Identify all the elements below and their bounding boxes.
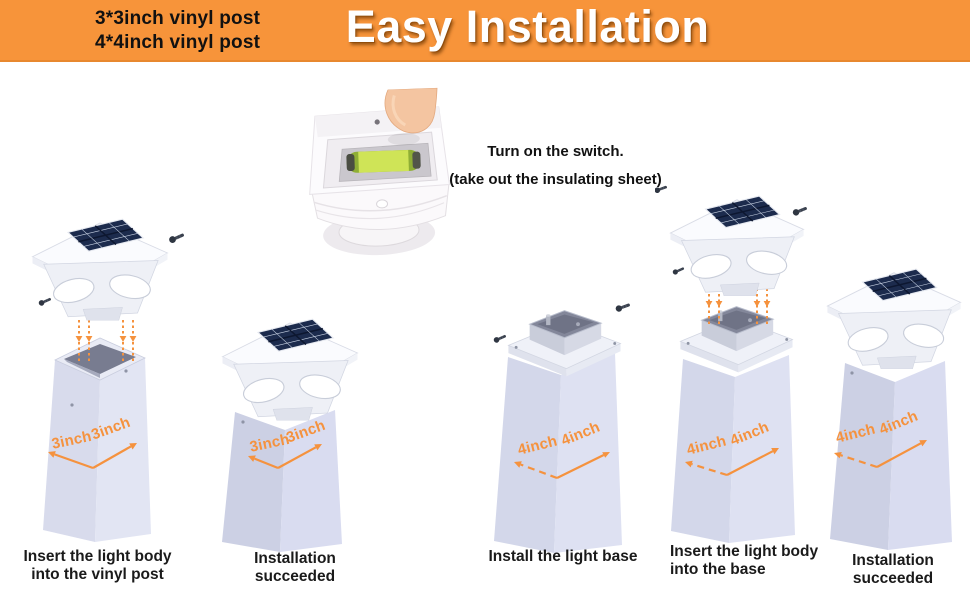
battery-icon xyxy=(346,149,421,173)
post-size-note: 3*3inch vinyl post 4*4inch vinyl post xyxy=(95,7,260,55)
dimension-arrows-icon xyxy=(520,454,605,480)
screw-icon xyxy=(791,204,809,217)
step-done-3inch: 3inch 3inch Installation succeeded xyxy=(210,300,375,595)
step-caption: Installation succeeded xyxy=(852,552,934,587)
light-cap-icon xyxy=(31,218,169,321)
step-caption: Installation succeeded xyxy=(254,550,336,585)
finger-icon xyxy=(384,87,438,134)
step-caption: Install the light base xyxy=(488,548,638,565)
switch-instruction-line-2: (take out the insulating sheet) xyxy=(449,171,662,188)
dimension-arrows-icon xyxy=(54,445,132,470)
step-caption: Insert the light body into the vinyl pos… xyxy=(23,548,172,583)
screw-icon xyxy=(37,295,53,307)
screw-icon xyxy=(614,301,632,313)
switch-photo xyxy=(290,87,468,261)
screw-icon xyxy=(655,185,669,195)
step-insert-3inch-post: 3inch 3inch Insert the light body into t… xyxy=(10,200,190,595)
step-done-4inch: 4inch 4inch Installation succeeded xyxy=(816,256,970,587)
switch-instruction-line-1: Turn on the switch. xyxy=(487,143,624,160)
post-size-line-1: 3*3inch vinyl post xyxy=(95,8,261,29)
light-base-photo xyxy=(309,87,450,256)
dimension-arrows-icon xyxy=(691,450,774,477)
step-insert-4inch-base: 4inch 4inch Insert the light body into t… xyxy=(655,185,819,580)
screw-icon xyxy=(167,231,186,245)
screw-icon xyxy=(492,332,508,344)
assembled-3inch-illustration xyxy=(221,318,359,552)
light-cap-icon xyxy=(826,268,962,369)
light-cap-icon xyxy=(221,318,359,421)
screw-icon xyxy=(671,265,686,276)
step-caption: Insert the light body into the base xyxy=(670,543,819,578)
exploded-4inch-illustration xyxy=(655,185,809,543)
light-cap-icon xyxy=(669,195,805,296)
page-title: Easy Installation xyxy=(345,1,710,52)
base-on-4inch-illustration xyxy=(492,301,632,553)
post-size-line-2: 4*4inch vinyl post xyxy=(95,32,261,53)
exploded-3inch-illustration xyxy=(31,218,186,542)
step-install-base-4inch: 4inch 4inch Install the light base xyxy=(488,293,648,583)
header-banner: 3*3inch vinyl post 4*4inch vinyl post Ea… xyxy=(0,0,970,62)
dimension-arrows-icon xyxy=(840,442,922,469)
dimension-arrows-icon xyxy=(254,446,317,470)
assembled-4inch-illustration xyxy=(826,268,962,550)
switch-instruction: Turn on the switch. (take out the insula… xyxy=(438,143,673,188)
